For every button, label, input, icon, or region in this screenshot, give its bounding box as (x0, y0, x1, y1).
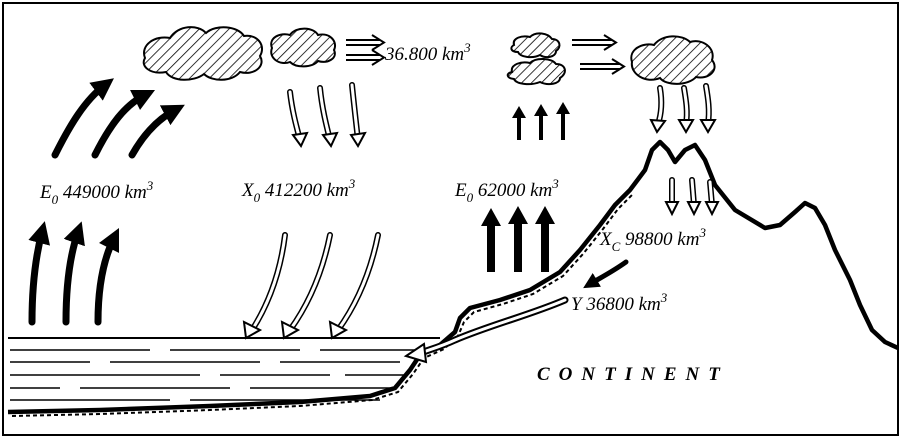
precipitation-arrows-ocean-upper (290, 85, 365, 146)
evaporation-arrows-land-upper (512, 102, 570, 140)
precipitation-ocean-label: X0 412200 km3 (241, 176, 356, 205)
transport-label: 36.800 km3 (384, 40, 471, 65)
cloud-transport-lower (508, 59, 565, 84)
evaporation-arrows-ocean-upper (55, 85, 175, 155)
evaporation-arrows-ocean-lower (32, 232, 114, 322)
precipitation-arrows-continent-upper (651, 86, 715, 132)
runoff-label: Y 36800 km3 (571, 290, 668, 315)
cloud-ocean-small (271, 29, 335, 67)
cloud-continent (631, 36, 714, 84)
evaporation-land-label: E0 62000 km3 (454, 176, 559, 205)
frame-border (3, 3, 898, 435)
transport-arrows-continent (572, 35, 624, 74)
evaporation-ocean-label: E0 449000 km3 (39, 178, 154, 207)
precipitation-land-label: XC 98800 km3 (599, 225, 706, 254)
precipitation-arrows-ocean-lower (244, 235, 378, 338)
transport-arrows-ocean (346, 35, 384, 65)
cloud-transport-upper (511, 33, 559, 57)
continent-label: CONTINENT (537, 364, 729, 385)
runoff-arrow-short (590, 262, 626, 284)
precipitation-arrows-continent-lower (666, 180, 718, 214)
ocean (8, 338, 440, 400)
cloud-ocean-large (144, 27, 262, 80)
evaporation-arrows-land-lower (481, 206, 555, 272)
